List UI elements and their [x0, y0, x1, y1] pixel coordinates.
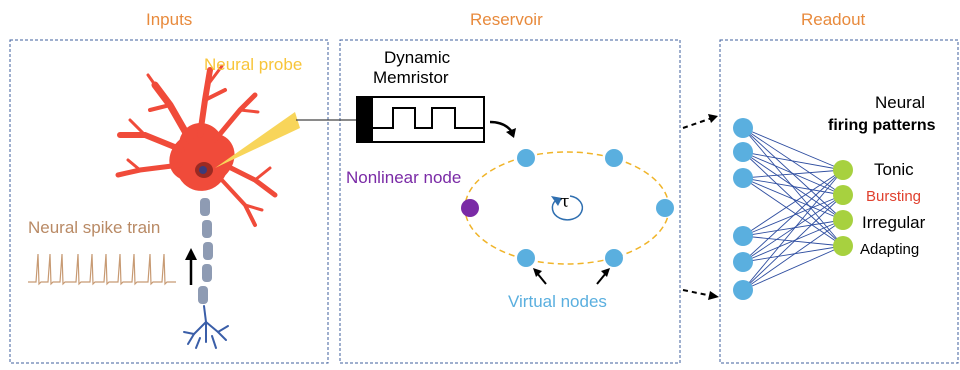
reservoir-title: Reservoir [470, 10, 543, 29]
memristor-to-ring-arrow [489, 120, 514, 133]
network-edge [742, 219, 844, 263]
memristor-symbol [356, 96, 485, 143]
neural-probe [215, 112, 300, 168]
network-edge [742, 127, 844, 171]
virtual-node [656, 199, 674, 217]
output-label-bursting: Bursting [866, 188, 922, 205]
readout-heading-line2: firing patterns [828, 117, 936, 134]
spike-train-waveform [28, 253, 176, 286]
readout-panel [719, 39, 959, 364]
network-edge [742, 169, 844, 291]
virtual-node-arrow [536, 272, 547, 285]
axon [198, 198, 213, 304]
spike-train-label: Neural spike train [28, 218, 161, 237]
virtual-node-arrow [596, 272, 607, 285]
readout-output-node [833, 160, 853, 180]
readout-output-node [833, 236, 853, 256]
network-edge [742, 151, 844, 171]
inputs-title: Inputs [146, 10, 193, 29]
readout-input-node [733, 252, 753, 272]
virtual-nodes [517, 149, 674, 267]
virtual-node [605, 149, 623, 167]
network-edge [742, 245, 844, 263]
tau-loop [551, 195, 584, 221]
inputs-panel [9, 39, 329, 364]
network-edge [742, 177, 844, 196]
network-edge [742, 177, 844, 221]
network-edge [742, 219, 844, 291]
output-label-irregular: Irregular [862, 213, 926, 232]
readout-title: Readout [801, 10, 866, 29]
virtual-node [517, 249, 535, 267]
readout-input-node [733, 226, 753, 246]
readout-heading-line1: Neural [875, 93, 926, 112]
reservoir-panel [339, 39, 681, 364]
tau-label: τ [560, 192, 570, 212]
network-edge [742, 177, 844, 247]
nonlinear-node-label: Nonlinear node [346, 168, 462, 187]
nonlinear-node [461, 199, 479, 217]
reservoir-to-readout-arrow [682, 289, 713, 297]
reservoir-to-readout-arrow [682, 117, 713, 129]
readout-output-node [833, 185, 853, 205]
readout-output-node [833, 210, 853, 230]
axon-terminal [183, 305, 229, 349]
output-label-tonic: Tonic [874, 160, 914, 179]
readout-input-node [733, 280, 753, 300]
network-edge [742, 245, 844, 291]
readout-network-edges [742, 127, 844, 291]
network-edge [742, 169, 844, 237]
network-edge [742, 169, 844, 263]
output-label-adapting: Adapting [860, 241, 920, 258]
neural-probe-label: Neural probe [204, 55, 303, 74]
network-edge [742, 151, 844, 221]
readout-network-nodes [733, 118, 853, 300]
readout-input-node [733, 118, 753, 138]
neuron-illustration [115, 64, 278, 227]
virtual-node [517, 149, 535, 167]
memristor-label-line2: Memristor [373, 68, 449, 87]
virtual-nodes-label: Virtual nodes [508, 292, 607, 311]
network-edge [742, 127, 844, 247]
network-edge [742, 169, 844, 179]
virtual-node [605, 249, 623, 267]
memristor-label-line1: Dynamic [384, 48, 451, 67]
network-edge [742, 151, 844, 196]
network-edge [742, 127, 844, 196]
readout-input-node [733, 142, 753, 162]
network-edge [742, 194, 844, 291]
network-edge [742, 194, 844, 263]
readout-input-node [733, 168, 753, 188]
